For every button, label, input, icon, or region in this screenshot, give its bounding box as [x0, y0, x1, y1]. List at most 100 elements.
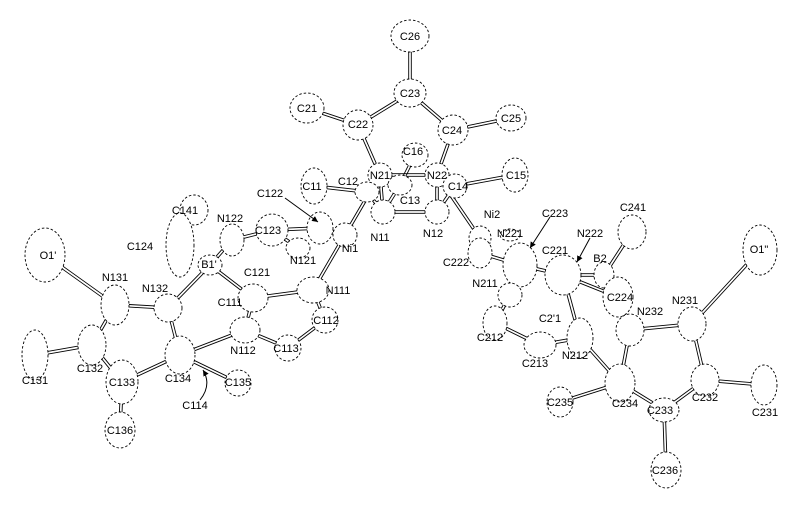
- atom-label: C12: [338, 176, 358, 188]
- atom-label: C123: [255, 225, 281, 237]
- atom-label: B1': [201, 259, 217, 271]
- atom-label: N122: [217, 213, 243, 225]
- atom-ellipse: [401, 142, 429, 168]
- atom-ellipse: [229, 316, 261, 344]
- atom-ellipse: [224, 369, 252, 397]
- atom-label: C224: [607, 292, 633, 304]
- atom-ellipse: [502, 242, 538, 288]
- atom-label: C221: [542, 245, 568, 257]
- atom-ellipse: [370, 199, 396, 225]
- atom-ellipse: [523, 331, 557, 359]
- atom-label: C136: [107, 425, 133, 437]
- atom-label: B2: [593, 253, 606, 265]
- atom-label: C11: [302, 181, 321, 193]
- atom-label: C2'1: [539, 313, 561, 325]
- atom-label: C241: [620, 202, 646, 214]
- atom-ellipse: [566, 317, 594, 359]
- atom-label: C15: [506, 170, 526, 182]
- atom-label: C26: [400, 31, 420, 43]
- atom-ellipse: [311, 306, 339, 334]
- atom-label: N112: [230, 345, 255, 357]
- atom-ellipse: [300, 167, 328, 205]
- atom-ellipse: [750, 364, 778, 406]
- atom-label: N222: [577, 228, 603, 240]
- atom-ellipse: [342, 109, 374, 141]
- atom-ellipse: [393, 78, 427, 108]
- atom-ellipse: [437, 114, 469, 146]
- atom-label: C236: [652, 465, 678, 477]
- atom-ellipse: [648, 397, 680, 423]
- atoms-layer: [21, 19, 778, 489]
- atom-label: N22: [427, 170, 447, 182]
- atom-label: C121: [244, 267, 270, 279]
- arrow-n222: [576, 237, 591, 263]
- atom-ellipse: [77, 324, 107, 366]
- atom-label: C112: [313, 315, 338, 327]
- atom-label: C23: [400, 88, 420, 100]
- atom-ellipse: [424, 162, 450, 188]
- atom-ellipse: [274, 334, 302, 362]
- atom-label: C22: [348, 119, 368, 131]
- atom-label: N11: [370, 232, 389, 244]
- atom-label: C234: [612, 398, 638, 410]
- atom-label: C113: [273, 343, 298, 355]
- atom-label: C111: [218, 297, 243, 309]
- atom-ellipse: [354, 181, 380, 203]
- atom-label: C233: [647, 405, 673, 417]
- atom-ellipse: [677, 306, 707, 342]
- atom-ellipse: [153, 293, 183, 323]
- atom-label: C25: [501, 113, 521, 125]
- atom-label: Ni2: [484, 209, 501, 221]
- atom-ellipse: [424, 199, 450, 225]
- atom-label: C24: [442, 125, 462, 137]
- atom-label: C124: [127, 241, 153, 253]
- atom-ellipse: [615, 313, 645, 347]
- atom-label: N212: [562, 350, 588, 362]
- atom-label: C13: [400, 195, 420, 207]
- atom-label: N12: [423, 228, 443, 240]
- arrow-c122: [284, 197, 319, 223]
- atom-ellipse: [617, 214, 647, 250]
- atom-label: N221: [497, 228, 523, 240]
- atom-label: C133: [109, 377, 135, 389]
- atom-label: C114: [182, 400, 207, 412]
- atom-label: C213: [522, 358, 548, 370]
- arrows-layer: [199, 197, 591, 401]
- atom-ellipse: [390, 19, 430, 53]
- atom-ellipse: [104, 411, 136, 449]
- atom-ellipse: [442, 173, 468, 199]
- atom-label: C141: [172, 205, 198, 217]
- atom-label: C222: [443, 257, 469, 269]
- atom-ellipse: [546, 386, 574, 418]
- atom-label: C223: [542, 208, 568, 220]
- atom-label: N132: [142, 283, 168, 295]
- atom-label: C21: [297, 103, 317, 115]
- atom-label: C132: [77, 363, 103, 375]
- atom-label: N111: [326, 285, 351, 297]
- atom-ellipse: [164, 335, 196, 375]
- atom-label: C14: [448, 181, 468, 193]
- atom-label: N121: [290, 255, 316, 267]
- atom-ellipse: [197, 254, 223, 276]
- atom-ellipse: [332, 222, 358, 248]
- atom-label: C134: [165, 373, 191, 385]
- atom-ellipse: [501, 157, 529, 193]
- atom-ellipse: [367, 162, 393, 188]
- atom-ellipse: [219, 223, 245, 257]
- atom-label: N231: [672, 295, 698, 307]
- atom-ellipse: [100, 284, 130, 326]
- atom-ellipse: [497, 282, 523, 308]
- atom-ellipse: [544, 254, 582, 296]
- atom-ellipse: [255, 213, 289, 247]
- atom-label: C16: [403, 146, 423, 158]
- atom-label: C135: [225, 377, 251, 389]
- arrow-c223: [529, 216, 551, 249]
- atom-label: C122: [257, 188, 283, 200]
- atom-ellipse: [604, 363, 636, 403]
- atom-ellipse: [237, 283, 269, 313]
- atom-label: C131: [22, 375, 48, 387]
- atom-label: Ni1: [342, 243, 359, 255]
